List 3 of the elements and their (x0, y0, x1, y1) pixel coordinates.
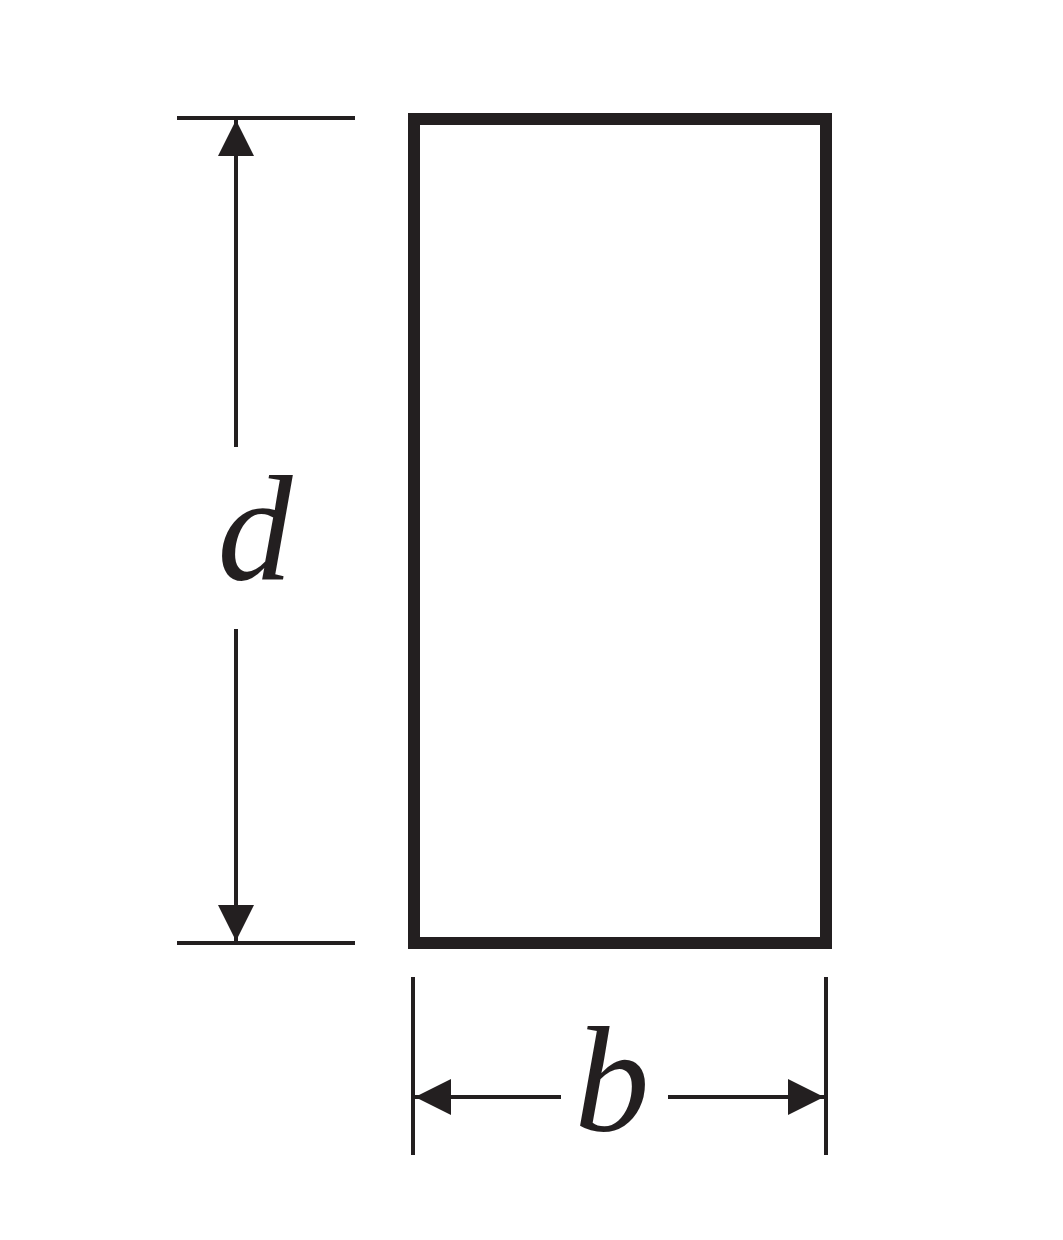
dimension-label: b (574, 1005, 650, 1155)
rectangle (408, 113, 832, 949)
dimension-label: d (217, 453, 293, 603)
